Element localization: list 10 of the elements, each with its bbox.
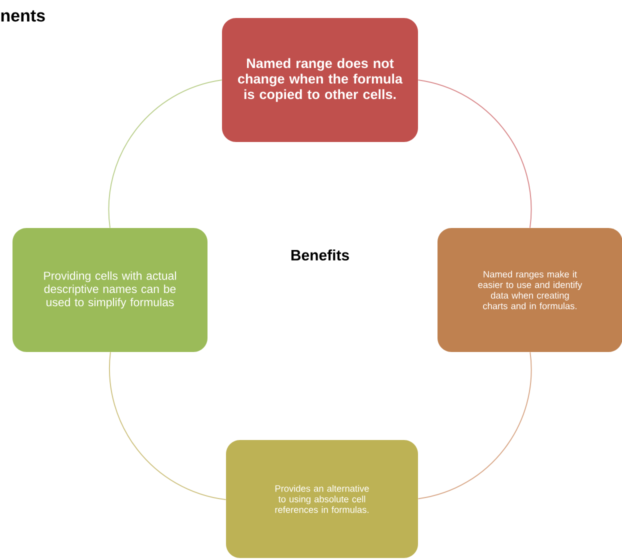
heading: Benefits — [291, 249, 349, 260]
rounded-box: Named ranges make it easier to use and identify data when creating charts and in formulas. — [438, 228, 622, 352]
connector-arc — [418, 352, 532, 500]
rounded-box: Providing cells with actual descriptive names can be used to simplify formulas — [12, 228, 208, 352]
rounded-box: Named range does not change when the formula is copied to other cells. — [222, 18, 418, 142]
rounded-box: Provides an alternative to using absolute cell references in formulas. — [226, 440, 418, 558]
connector-arc — [108, 352, 226, 500]
heading: nents — [1, 10, 45, 22]
connector-arc — [108, 80, 222, 228]
connector-arc — [418, 80, 532, 228]
